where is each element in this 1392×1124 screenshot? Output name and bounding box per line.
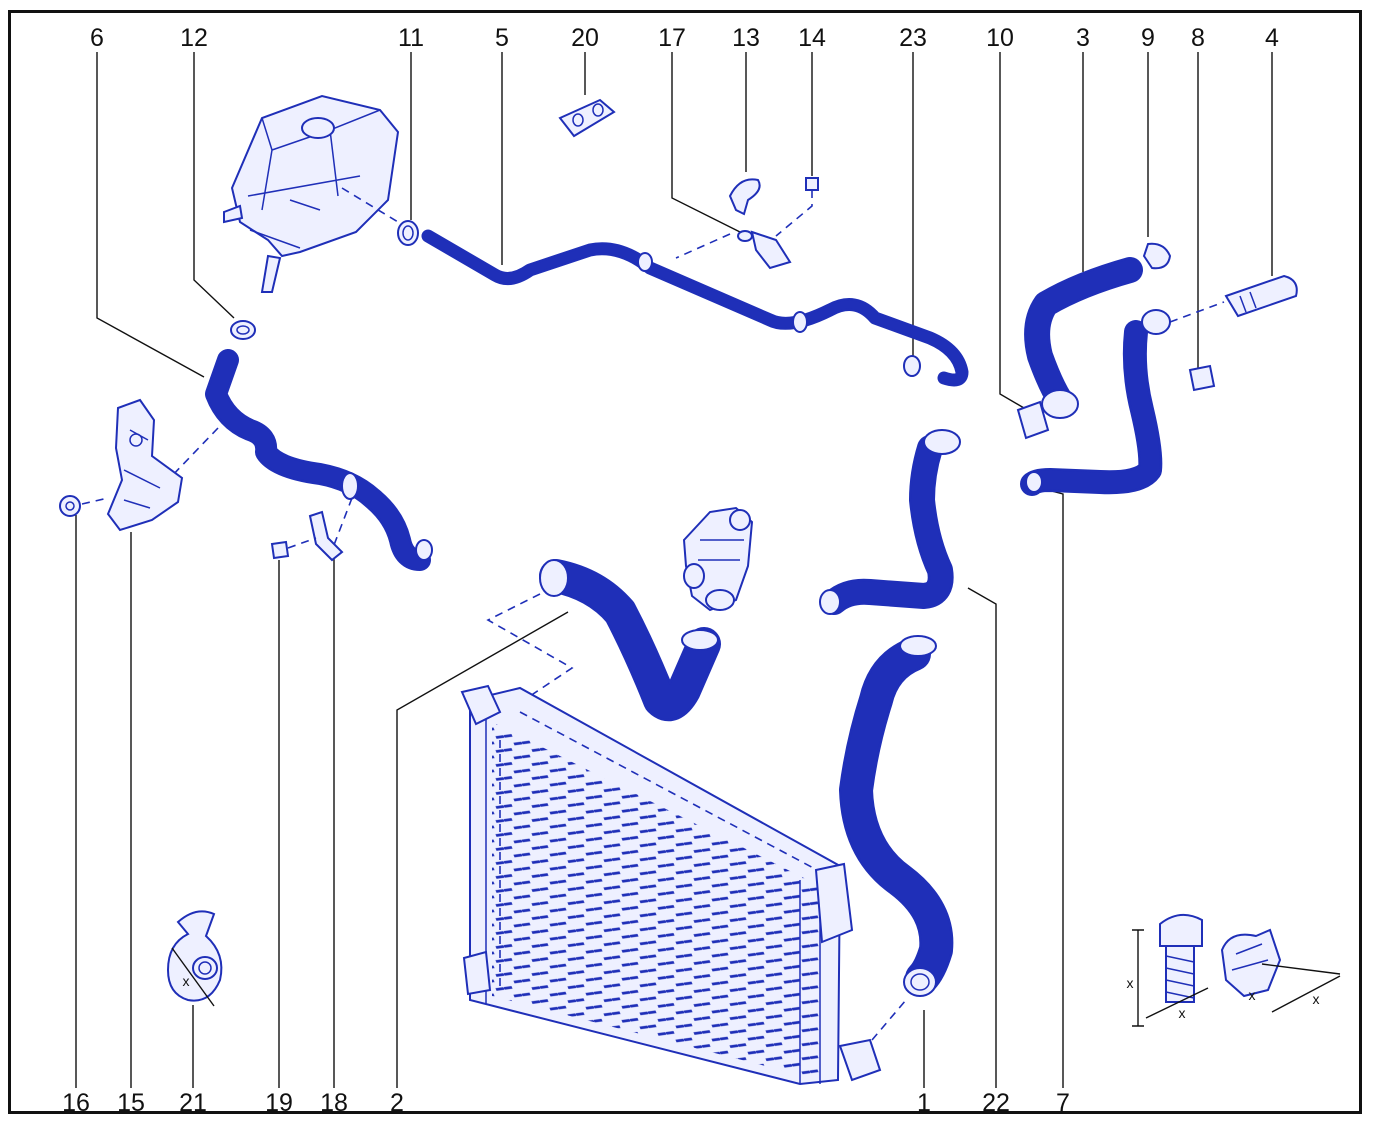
dimension-x-bolt-width: x: [1179, 1005, 1186, 1021]
bolt-19: [270, 540, 290, 560]
clamp-11: [397, 220, 419, 246]
dimension-x-hose-clamp-2: x: [1313, 991, 1320, 1007]
sensor-4: [1224, 274, 1298, 318]
hose-clamp-dimension-detail: x x: [1220, 928, 1341, 1013]
hose-22: [819, 429, 961, 615]
expansion-tank: [223, 94, 400, 293]
hose-2: [539, 559, 721, 722]
callout-3: 3: [1076, 24, 1090, 52]
leader-lines: [75, 52, 1273, 1088]
connector-10: [1016, 400, 1050, 440]
callout-21: 21: [179, 1089, 207, 1117]
callout-12: 12: [180, 24, 208, 52]
clamp-9: [1142, 242, 1172, 270]
callout-22: 22: [982, 1089, 1010, 1117]
callout-23: 23: [899, 24, 927, 52]
callout-6-top: 6: [90, 24, 104, 52]
callout-15: 15: [117, 1089, 145, 1117]
clamp-12: [230, 320, 256, 340]
bracket-18: [308, 510, 344, 562]
callout-17: 17: [658, 24, 686, 52]
clip-bracket-13-17-14: [675, 177, 819, 270]
diagram-frame: [8, 10, 1362, 1114]
callout-2: 2: [390, 1089, 404, 1117]
callout-20: 20: [571, 24, 599, 52]
thermostat-housing: [682, 506, 754, 612]
sensor-8: [1188, 364, 1216, 392]
callout-18: 18: [320, 1089, 348, 1117]
dimension-x-hose-clamp-1: x: [1249, 987, 1256, 1003]
callout-11: 11: [398, 24, 424, 52]
hose-5: [421, 229, 969, 387]
bracket-15: [106, 398, 184, 532]
hose-6: [205, 349, 433, 571]
callout-5: 5: [495, 24, 509, 52]
callout-19: 19: [265, 1089, 293, 1117]
bolt-16: [59, 495, 81, 517]
callout-10: 10: [986, 24, 1014, 52]
hose-7: [1020, 309, 1171, 496]
clamp-23: [903, 355, 921, 377]
dimension-x-clamp: x: [183, 973, 190, 989]
callout-14: 14: [798, 24, 826, 52]
callout-7: 7: [1056, 1089, 1070, 1117]
radiator: [460, 684, 882, 1086]
bottom-callouts: 16 15 21 19 18 2 1 22 7: [62, 1089, 1070, 1117]
callout-8: 8: [1191, 24, 1205, 52]
callout-9: 9: [1141, 24, 1155, 52]
callout-16: 16: [62, 1089, 90, 1117]
grommet-20: [558, 98, 616, 138]
callout-13: 13: [732, 24, 760, 52]
hose-3: [1024, 257, 1143, 419]
clamp-21-detail: x: [166, 910, 223, 1007]
hose-1: [839, 635, 954, 997]
bolt-dimension-detail: x x: [1127, 913, 1209, 1027]
callout-1: 1: [917, 1089, 931, 1117]
top-callouts: 6 12 11 5 20 17 13 14 23 10 3 9 8 4: [90, 24, 1279, 52]
dimension-x-bolt-height: x: [1127, 975, 1134, 991]
callout-4: 4: [1265, 24, 1279, 52]
